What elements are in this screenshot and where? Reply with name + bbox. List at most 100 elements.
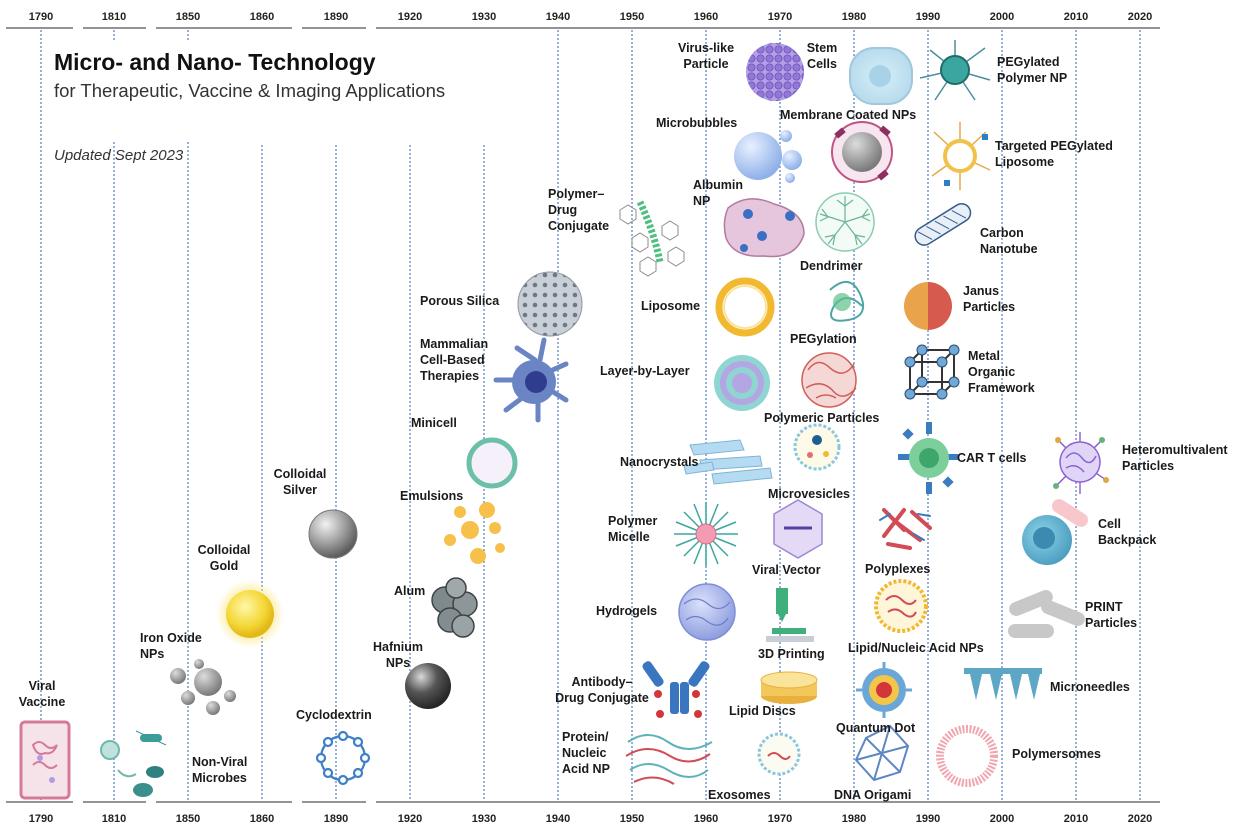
year-label: 2000 xyxy=(990,11,1014,23)
label-emulsions: Emulsions xyxy=(400,489,463,503)
emulsions-icon xyxy=(444,502,505,564)
metal-organic-framework-icon xyxy=(904,344,960,400)
label-pegylation: PEGylation xyxy=(790,332,857,346)
label-alum: Alum xyxy=(394,584,425,598)
year-label: 1920 xyxy=(398,813,422,825)
year-label: 1790 xyxy=(29,813,53,825)
carbon-nanotube-icon xyxy=(914,203,972,246)
polymersomes-icon xyxy=(936,725,998,787)
year-label: 1950 xyxy=(620,813,644,825)
year-label: 1860 xyxy=(250,11,274,23)
year-label: 1960 xyxy=(694,11,718,23)
exosomes-icon xyxy=(757,732,801,776)
label-hydrogels: Hydrogels xyxy=(596,604,657,618)
year-label: 1940 xyxy=(546,813,570,825)
label-lipid-nucleic: Lipid/Nucleic Acid NPs xyxy=(848,641,984,655)
year-label: 1970 xyxy=(768,813,792,825)
hydrogels-icon xyxy=(678,583,736,641)
year-label: 1890 xyxy=(324,813,348,825)
colloidal-silver-icon xyxy=(308,509,358,559)
label-cyclodextrin: Cyclodextrin xyxy=(296,708,372,722)
microbubbles-icon xyxy=(734,130,802,183)
year-label: 1980 xyxy=(842,813,866,825)
label-microneedles: Microneedles xyxy=(1050,680,1130,694)
label-dna-origami: DNA Origami xyxy=(834,788,911,802)
year-label: 1950 xyxy=(620,11,644,23)
label-porous-silica: Porous Silica xyxy=(420,294,500,308)
label-microbubbles: Microbubbles xyxy=(656,116,737,130)
hafnium-icon xyxy=(405,663,451,709)
alum-icon xyxy=(431,577,478,638)
viral-vector-icon xyxy=(773,499,823,559)
bottom-year-labels: 1790 1810 1850 1860 1890 1920 1930 1940 … xyxy=(29,813,1152,825)
year-label: 1810 xyxy=(102,813,126,825)
year-label: 1990 xyxy=(916,813,940,825)
print-particles-icon xyxy=(1008,590,1085,638)
label-liposome: Liposome xyxy=(641,299,700,313)
top-year-labels: 1790 1810 1850 1860 1890 1920 1930 1940 … xyxy=(29,11,1152,23)
janus-icon xyxy=(904,282,952,330)
targeted-liposome-icon xyxy=(931,122,991,190)
microvesicles-icon xyxy=(793,423,841,471)
polymeric-particles-icon xyxy=(801,352,857,408)
label-polymersomes: Polymersomes xyxy=(1012,747,1101,761)
year-label: 1790 xyxy=(29,11,53,23)
year-label: 1930 xyxy=(472,813,496,825)
label-microvesicles: Microvesicles xyxy=(768,487,850,501)
lipid-nucleic-icon xyxy=(874,579,928,633)
label-membrane-coated: Membrane Coated NPs xyxy=(780,108,916,122)
page-subtitle: for Therapeutic, Vaccine & Imaging Appli… xyxy=(54,80,445,101)
layer-by-layer-icon xyxy=(714,355,770,411)
mammalian-cell-icon xyxy=(493,337,569,423)
updated-note: Updated Sept 2023 xyxy=(54,147,184,164)
antibody-drug-icon xyxy=(642,661,710,718)
nanocrystals-icon xyxy=(683,439,773,485)
label-3d-printing: 3D Printing xyxy=(758,647,825,661)
label-antibody-drug: Antibody–Drug Conjugate xyxy=(555,675,649,705)
heteromultivalent-icon xyxy=(1053,432,1109,494)
liposome-icon xyxy=(715,277,775,337)
label-quantum-dot: Quantum Dot xyxy=(836,721,916,735)
label-layer-by-layer: Layer-by-Layer xyxy=(600,364,690,378)
year-label: 1930 xyxy=(472,11,496,23)
lipid-discs-icon xyxy=(760,671,818,704)
label-car-t: CAR T cells xyxy=(957,451,1027,465)
polyplexes-icon xyxy=(879,508,932,550)
year-label: 2020 xyxy=(1128,813,1152,825)
albumin-icon xyxy=(723,198,805,258)
label-polymeric-particles: Polymeric Particles xyxy=(764,411,879,425)
quantum-dot-icon xyxy=(856,662,912,718)
page-title: Micro- and Nano- Technology xyxy=(54,49,376,75)
year-label: 1990 xyxy=(916,11,940,23)
year-label: 1920 xyxy=(398,11,422,23)
microneedles-icon xyxy=(964,668,1042,700)
dna-origami-icon xyxy=(854,724,910,782)
year-label: 1850 xyxy=(176,11,200,23)
label-nanocrystals: Nanocrystals xyxy=(620,455,699,469)
polymer-drug-icon xyxy=(619,200,685,277)
label-exosomes: Exosomes xyxy=(708,788,771,802)
stem-cell-icon xyxy=(849,47,913,105)
3d-printing-icon xyxy=(766,588,814,642)
minicell-icon xyxy=(466,437,518,489)
iron-oxide-icon xyxy=(170,659,236,715)
year-label: 1960 xyxy=(694,813,718,825)
pegylation-icon xyxy=(829,281,864,322)
virus-like-particle-icon xyxy=(746,43,804,101)
dendrimer-icon xyxy=(815,192,875,252)
label-minicell: Minicell xyxy=(411,416,457,430)
